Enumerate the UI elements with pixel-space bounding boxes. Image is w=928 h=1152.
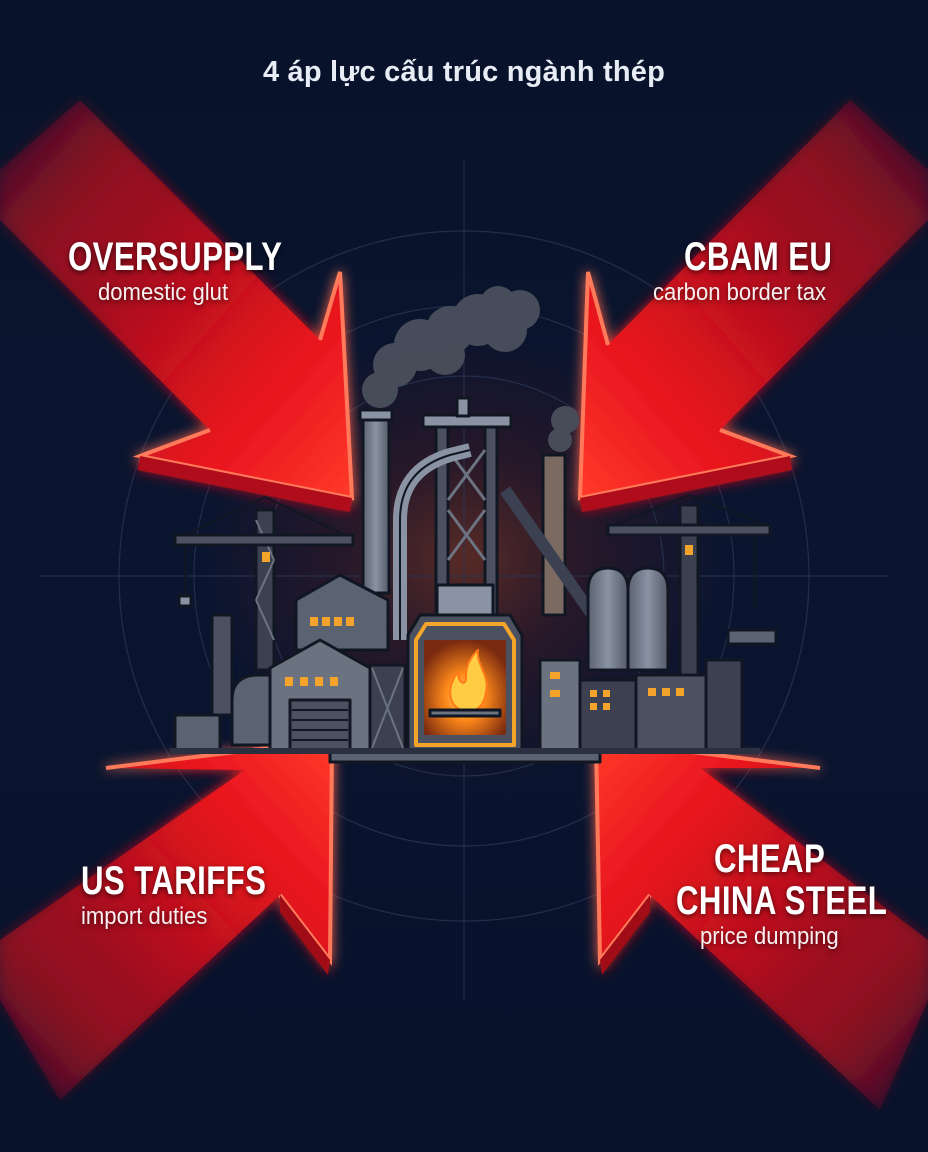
pressure-subtitle: price dumping xyxy=(700,923,839,950)
blast-furnace-tower xyxy=(393,396,615,644)
pressure-heading-line-1: CHEAP xyxy=(714,837,826,881)
pressure-heading: CBAM EU xyxy=(684,235,833,279)
pressure-label-oversupply: OVERSUPPLY domestic glut xyxy=(68,236,343,308)
pressure-label-china: CHEAP CHINA STEEL price dumping xyxy=(676,838,928,952)
pressure-label-cbam: CBAM EU carbon border tax xyxy=(653,235,874,308)
crane-right xyxy=(606,494,778,682)
warehouse-left-lower xyxy=(268,638,372,752)
steel-mill-illustration xyxy=(170,286,778,764)
smokestack-right xyxy=(541,453,567,617)
warehouse-left-upper xyxy=(294,573,390,652)
fire-icon xyxy=(449,649,488,713)
pressure-subtitle: import duties xyxy=(81,903,208,930)
page-title: 4 áp lực cấu trúc ngành thép xyxy=(262,56,666,88)
pressure-heading-line-2: CHINA STEEL xyxy=(676,879,888,923)
arrow-cbam xyxy=(577,100,928,512)
pressure-heading: US TARIFFS xyxy=(81,859,267,903)
arrow-oversupply xyxy=(0,100,355,512)
furnace-fire xyxy=(406,583,524,754)
pressure-label-tariffs: US TARIFFS import duties xyxy=(81,860,319,932)
buildings-right xyxy=(538,658,744,754)
smoke-cloud xyxy=(362,286,579,452)
crane-left xyxy=(173,496,355,672)
pressure-subtitle: carbon border tax xyxy=(653,279,827,306)
pressure-subtitle: domestic glut xyxy=(98,279,229,306)
silos xyxy=(586,566,670,672)
pressure-heading: OVERSUPPLY xyxy=(68,235,283,279)
smokestack-left xyxy=(361,411,391,595)
